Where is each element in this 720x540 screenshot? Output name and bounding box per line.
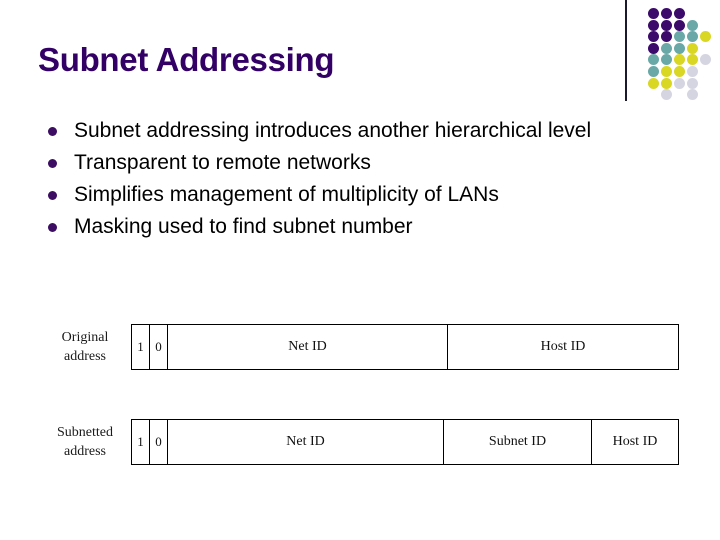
logo-dot <box>687 66 698 77</box>
address-cell-subnet-id: Subnet ID <box>444 420 592 464</box>
address-cell-host-id: Host ID <box>540 339 586 354</box>
logo-dot <box>700 54 711 66</box>
logo-dot <box>674 19 685 31</box>
diagram-label-line1: Original <box>61 330 109 345</box>
logo-dot <box>700 31 711 43</box>
logo-dot <box>648 54 659 66</box>
list-item-label: Masking used to find subnet number <box>74 215 413 238</box>
logo-dot <box>687 89 698 101</box>
logo-vertical-rule <box>625 0 627 101</box>
logo-dot <box>687 31 698 43</box>
logo-dot <box>661 19 672 31</box>
logo-dot <box>648 31 659 43</box>
logo-dot <box>661 66 672 77</box>
logo-dot <box>687 42 698 54</box>
address-cell-host-id: Host ID <box>612 434 658 449</box>
address-cell-bit1: 1 <box>132 420 150 464</box>
logo-dot <box>687 19 698 31</box>
bullet-list: Subnet addressing introduces another hie… <box>42 116 682 244</box>
bullet-dot-icon <box>48 191 57 200</box>
bullet-dot-icon <box>48 159 57 168</box>
address-cell-net-id: Net ID <box>168 420 444 464</box>
logo-dot <box>674 77 685 89</box>
logo-dot <box>674 54 685 66</box>
logo-dot <box>674 8 685 19</box>
logo-dot-grid <box>648 8 714 101</box>
list-item: Simplifies management of multiplicity of… <box>42 180 682 210</box>
logo-dot <box>674 42 685 54</box>
logo-dot <box>674 66 685 77</box>
address-field-row: 1 0 Net ID Subnet ID Host ID <box>131 419 679 465</box>
address-cell-bit2: 0 <box>150 420 168 464</box>
diagram-original-address: Original address 1 0 Net ID Host ID <box>40 324 680 372</box>
list-item: Masking used to find subnet number <box>42 212 682 242</box>
logo-dot <box>661 77 672 89</box>
diagram-label-line1: Subnetted <box>57 425 113 440</box>
logo-dot <box>648 42 659 54</box>
logo-dot <box>661 54 672 66</box>
diagram-label: Original address <box>40 324 130 366</box>
list-item-label: Transparent to remote networks <box>74 151 371 174</box>
logo-dot <box>687 54 698 66</box>
logo-dot <box>661 42 672 54</box>
address-field-row: 1 0 Net ID Host ID <box>131 324 679 370</box>
page-title: Subnet Addressing <box>38 41 335 78</box>
list-item-label: Subnet addressing introduces another hie… <box>74 119 592 142</box>
list-item-label: Simplifies management of multiplicity of… <box>74 183 499 206</box>
diagram-label-line2: address <box>64 349 106 364</box>
diagram-subnetted-address: Subnetted address 1 0 Net ID Subnet ID H… <box>40 419 680 467</box>
diagram-label: Subnetted address <box>40 419 130 461</box>
logo-dot <box>648 66 659 77</box>
logo-dot <box>661 8 672 19</box>
logo-dot <box>661 31 672 43</box>
logo-dot <box>648 77 659 89</box>
logo-dot <box>687 77 698 89</box>
diagram-label-line2: address <box>64 444 106 459</box>
logo-dot <box>661 89 672 101</box>
address-cell-net-id: Net ID <box>168 325 448 369</box>
address-cell-bit1: 1 <box>132 325 150 369</box>
address-cell-bit2: 0 <box>150 325 168 369</box>
bullet-dot-icon <box>48 127 57 136</box>
list-item: Transparent to remote networks <box>42 148 682 178</box>
bullet-dot-icon <box>48 223 57 232</box>
logo-dot <box>648 8 659 19</box>
logo-dot <box>674 31 685 43</box>
list-item: Subnet addressing introduces another hie… <box>42 116 682 146</box>
logo-dot <box>648 19 659 31</box>
